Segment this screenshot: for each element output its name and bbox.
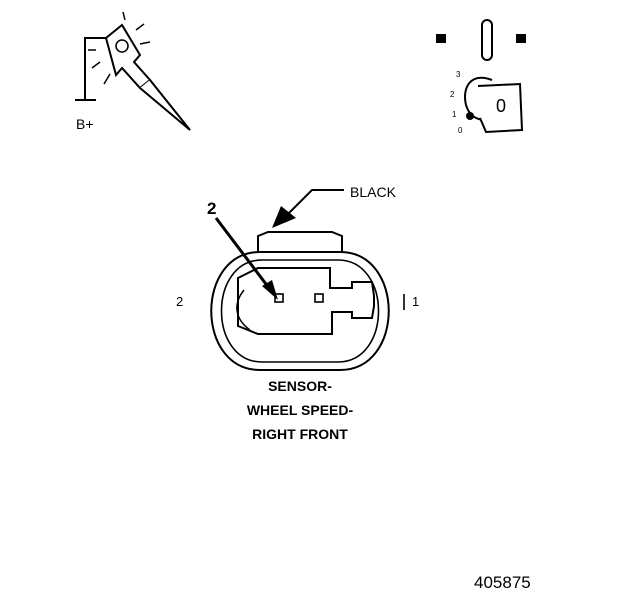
black-wire-leader [272,189,344,228]
caption-line-1: SENSOR- [268,378,332,394]
test-probe-icon [75,11,191,131]
connector-outline [210,231,405,371]
probe-label: B+ [76,116,94,132]
figure-number: 405875 [474,573,531,592]
callout-2-arrow [214,217,278,300]
ignition-key-icon [436,19,526,134]
caption-line-3: RIGHT FRONT [252,426,348,442]
ignition-key-label: 0 [496,96,507,116]
ignition-position-1: 1 [452,110,457,119]
ignition-position-3: 3 [456,70,461,79]
terminal-1-icon [314,293,324,303]
ignition-position-0: 0 [458,126,463,135]
wire-color-label: BLACK [350,184,396,200]
pin-left-label: 2 [176,294,184,309]
ignition-position-2: 2 [450,90,455,99]
terminal-2-icon [274,293,284,303]
pin-right-label: 1 [412,294,420,309]
callout-number: 2 [207,199,217,218]
caption-line-2: WHEEL SPEED- [246,402,354,418]
